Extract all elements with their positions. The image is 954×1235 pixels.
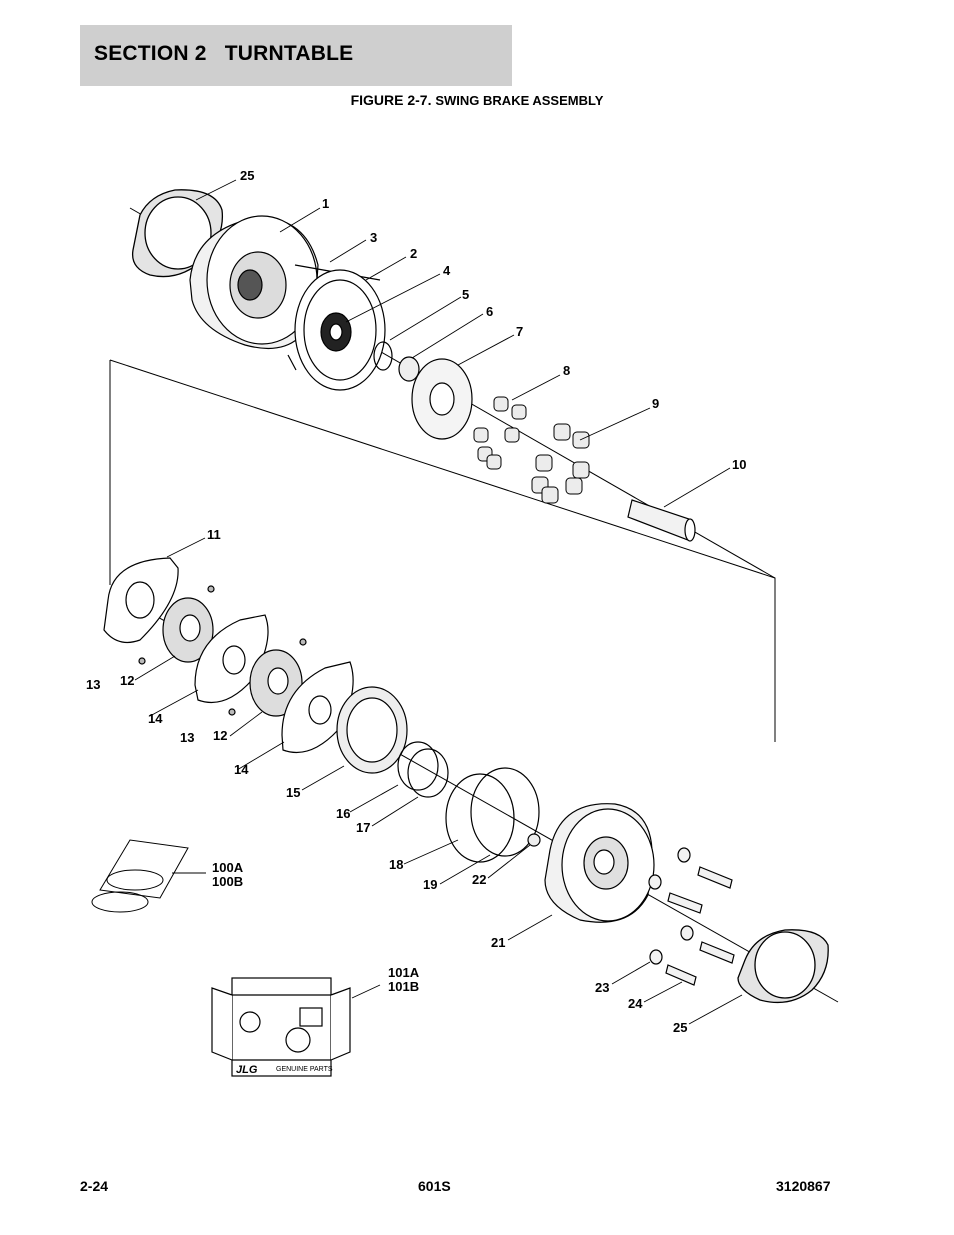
figure-number: FIGURE 2-7.: [350, 92, 432, 108]
springs-inner: [473, 396, 527, 470]
callout-10: 10: [732, 457, 746, 472]
callout-3: 3: [370, 230, 377, 245]
pressure-plate: [294, 269, 386, 391]
friction-disc-upper: [162, 597, 214, 663]
plug-22: [527, 833, 541, 847]
snap-ring: [373, 341, 393, 371]
footer-page-number: 2-24: [80, 1178, 109, 1194]
callout-101a: 101A: [388, 965, 420, 980]
callout-4: 4: [443, 263, 451, 278]
callout-12-b: 12: [213, 728, 227, 743]
kit-logo: JLG: [236, 1064, 258, 1076]
callout-100b: 100B: [212, 874, 243, 889]
o-ring-18: [445, 773, 515, 863]
footer-model: 601S: [418, 1178, 451, 1194]
brake-cover: [544, 803, 655, 923]
callout-6: 6: [486, 304, 493, 319]
callout-101b: 101B: [388, 979, 419, 994]
brake-housing: [189, 215, 319, 349]
piston: [336, 686, 408, 774]
o-ring-16: [397, 741, 439, 791]
callout-5: 5: [462, 287, 469, 302]
callout-7: 7: [516, 324, 523, 339]
callout-22: 22: [472, 872, 486, 887]
leader-lines: [134, 179, 743, 1025]
pin-13a: [138, 657, 146, 665]
callout-14-a: 14: [148, 711, 163, 726]
kit-label: GENUINE PARTS: [276, 1066, 333, 1073]
drive-shaft: [627, 499, 696, 542]
callout-1: 1: [322, 196, 329, 211]
footer-doc-number: 3120867: [776, 1178, 831, 1194]
assembly-bracket: [109, 359, 776, 742]
callout-11: 11: [207, 527, 221, 542]
o-ring-17: [407, 748, 449, 798]
callout-19: 19: [423, 877, 437, 892]
bearing: [398, 356, 420, 382]
pin-13b: [228, 708, 236, 716]
callout-25-top: 25: [240, 168, 254, 183]
callout-14-b: 14: [234, 762, 249, 777]
seal-kit: [91, 839, 189, 913]
gasket-bottom: [737, 929, 829, 1004]
o-ring-19: [470, 767, 540, 857]
callout-24: 24: [628, 996, 643, 1011]
parts-kit-box: [211, 977, 351, 1077]
figure-name: SWING BRAKE ASSEMBLY: [435, 93, 604, 108]
callout-12-a: 12: [120, 673, 134, 688]
callout-17: 17: [356, 820, 370, 835]
callout-2: 2: [410, 246, 417, 261]
friction-disc-lower: [249, 649, 303, 717]
callout-21: 21: [491, 935, 505, 950]
section-title: SECTION 2 TURNTABLE: [94, 42, 354, 65]
callout-8: 8: [563, 363, 570, 378]
callout-15: 15: [286, 785, 300, 800]
callout-23: 23: [595, 980, 609, 995]
callout-18: 18: [389, 857, 403, 872]
figure-title: FIGURE 2-7. SWING BRAKE ASSEMBLY: [0, 92, 954, 108]
bolts: [648, 847, 735, 986]
callout-100a: 100A: [212, 860, 244, 875]
springs-outer: [531, 423, 590, 504]
callout-13-a: 13: [86, 677, 100, 692]
callout-13-b: 13: [180, 730, 194, 745]
callout-9: 9: [652, 396, 659, 411]
callout-25-bottom: 25: [673, 1020, 687, 1035]
callout-16: 16: [336, 806, 350, 821]
section-header: SECTION 2 TURNTABLE: [80, 25, 512, 86]
spring-plate: [411, 358, 473, 440]
